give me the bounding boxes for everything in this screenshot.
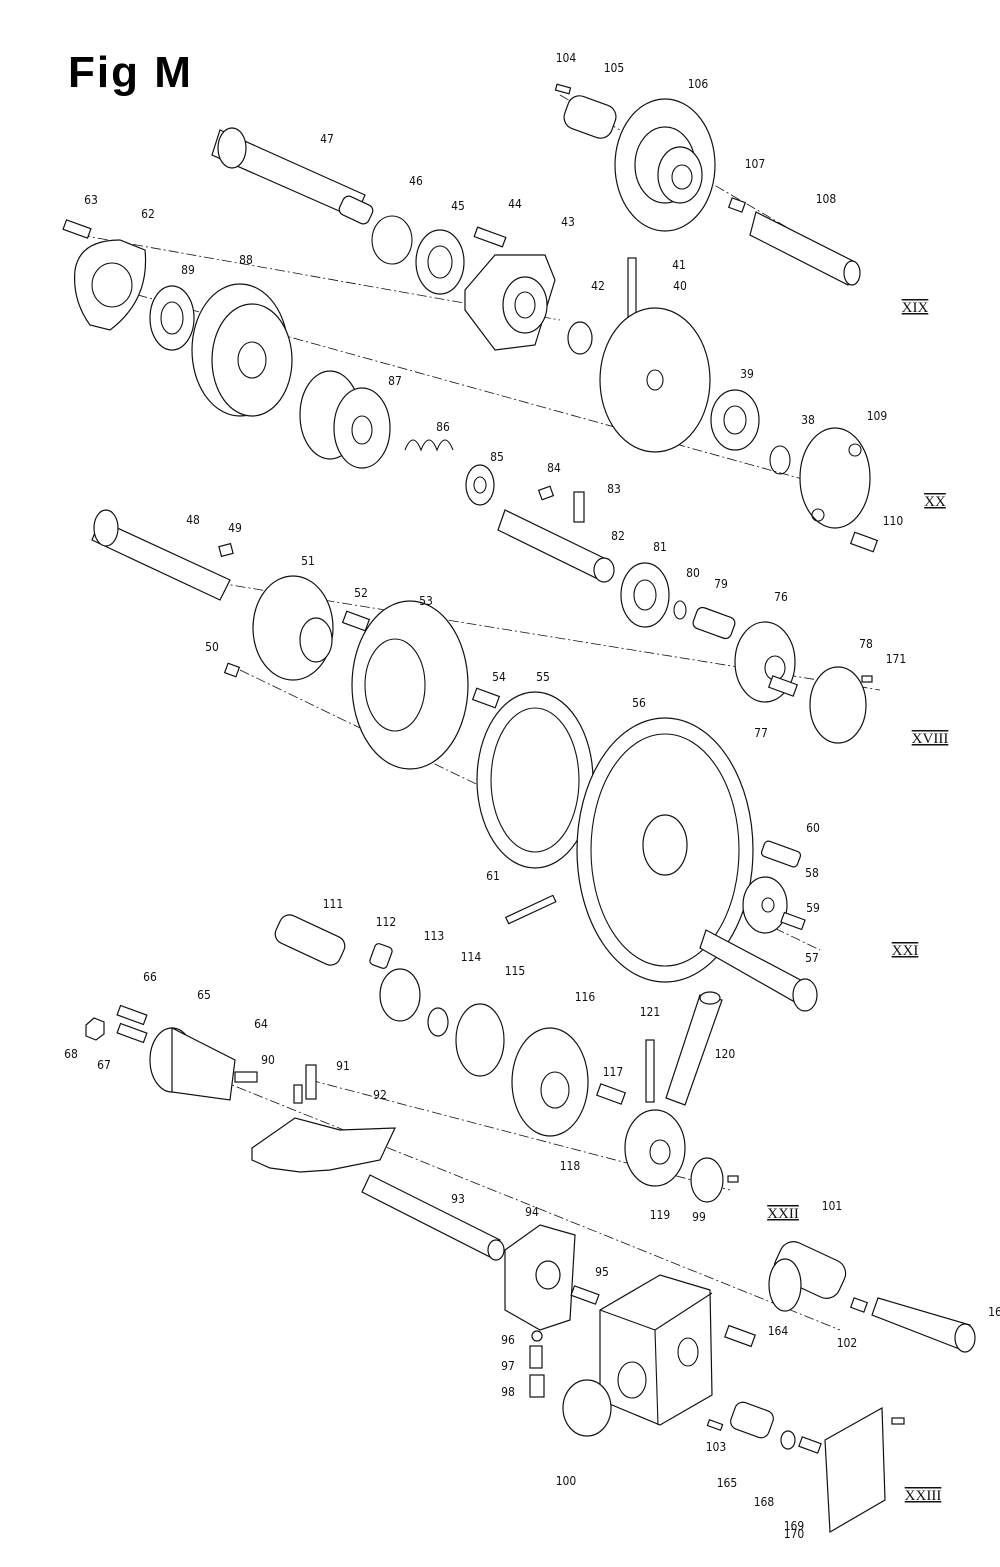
part-label-91: 91: [336, 1059, 350, 1073]
part-label-103: 103: [706, 1440, 727, 1454]
part-label-93: 93: [451, 1192, 465, 1206]
part-label-43: 43: [561, 215, 575, 229]
part-label-50: 50: [205, 640, 219, 654]
part-label-59: 59: [806, 901, 820, 915]
part-label-99: 99: [692, 1210, 706, 1224]
part-label-168: 168: [754, 1495, 775, 1509]
part-label-52: 52: [354, 586, 368, 600]
part-label-113: 113: [424, 929, 445, 943]
part-label-115: 115: [505, 964, 526, 978]
group-label-xviii: XVIII: [912, 731, 949, 747]
part-label-110: 110: [883, 514, 904, 528]
part-labels: 104 105 106 107 108 47 46 45 44 43 63 62 89 88 41 40 42 8…: [64, 51, 1000, 1541]
part-label-83: 83: [607, 482, 621, 496]
part-label-90: 90: [261, 1053, 275, 1067]
part-label-165: 165: [717, 1476, 738, 1490]
part-label-48: 48: [186, 513, 200, 527]
part-label-170: 170: [784, 1527, 805, 1541]
part-label-121: 121: [640, 1005, 661, 1019]
part-label-111: 111: [323, 897, 344, 911]
part-label-96: 96: [501, 1333, 515, 1347]
part-label-86: 86: [436, 420, 450, 434]
part-label-47: 47: [320, 132, 334, 146]
part-label-66: 66: [143, 970, 157, 984]
part-label-169: 169: [784, 1519, 805, 1533]
part-label-84: 84: [547, 461, 561, 475]
part-label-98: 98: [501, 1385, 515, 1399]
part-label-107: 107: [745, 157, 766, 171]
part-label-104: 104: [556, 51, 577, 65]
part-label-80: 80: [686, 566, 700, 580]
part-label-40: 40: [673, 279, 687, 293]
figure-title: Fig M: [68, 48, 193, 97]
part-label-81: 81: [653, 540, 667, 554]
part-label-54: 54: [492, 670, 506, 684]
part-label-61: 61: [486, 869, 500, 883]
group-labels: XIX XX XVIII XXI XXII XXIII: [767, 300, 948, 1504]
part-label-106: 106: [688, 77, 709, 91]
part-label-41: 41: [672, 258, 686, 272]
part-label-117: 117: [603, 1065, 624, 1079]
part-label-85: 85: [490, 450, 504, 464]
part-label-65: 65: [197, 988, 211, 1002]
part-label-56: 56: [632, 696, 646, 710]
part-label-64: 64: [254, 1017, 268, 1031]
part-label-78: 78: [859, 637, 873, 651]
part-label-57: 57: [805, 951, 819, 965]
part-label-76: 76: [774, 590, 788, 604]
part-label-46: 46: [409, 174, 423, 188]
part-label-97: 97: [501, 1359, 515, 1373]
part-label-67: 67: [97, 1058, 111, 1072]
part-label-60: 60: [806, 821, 820, 835]
part-label-63: 63: [84, 193, 98, 207]
part-label-68: 68: [64, 1047, 78, 1061]
group-label-xxii: XXII: [767, 1206, 799, 1222]
part-label-89: 89: [181, 263, 195, 277]
part-label-118: 118: [560, 1159, 581, 1173]
part-label-49: 49: [228, 521, 242, 535]
group-label-xxiii: XXIII: [905, 1488, 942, 1504]
part-label-45: 45: [451, 199, 465, 213]
part-label-44: 44: [508, 197, 522, 211]
group-label-xx: XX: [924, 494, 946, 510]
group-label-xxi: XXI: [892, 943, 919, 959]
part-label-82: 82: [611, 529, 625, 543]
part-label-55: 55: [536, 670, 550, 684]
part-label-62: 62: [141, 207, 155, 221]
part-label-51: 51: [301, 554, 315, 568]
part-label-108: 108: [816, 192, 837, 206]
part-label-77: 77: [754, 726, 768, 740]
part-label-53: 53: [419, 594, 433, 608]
part-label-79: 79: [714, 577, 728, 591]
parts-artwork: [62, 83, 976, 1534]
part-label-109: 109: [867, 409, 888, 423]
part-label-38: 38: [801, 413, 815, 427]
part-label-94: 94: [525, 1205, 539, 1219]
part-label-58: 58: [805, 866, 819, 880]
part-label-100: 100: [556, 1474, 577, 1488]
part-label-116: 116: [575, 990, 596, 1004]
part-label-39: 39: [740, 367, 754, 381]
part-label-102: 102: [837, 1336, 858, 1350]
part-label-112: 112: [376, 915, 397, 929]
part-label-88: 88: [239, 253, 253, 267]
part-label-119: 119: [650, 1208, 671, 1222]
part-label-42: 42: [591, 279, 605, 293]
part-label-171: 171: [886, 652, 907, 666]
part-label-87: 87: [388, 374, 402, 388]
group-label-xix: XIX: [902, 300, 929, 316]
part-label-105: 105: [604, 61, 625, 75]
part-label-92: 92: [373, 1088, 387, 1102]
part-label-95: 95: [595, 1265, 609, 1279]
part-label-120: 120: [715, 1047, 736, 1061]
part-label-16: 16: [988, 1305, 1000, 1319]
part-label-164: 164: [768, 1324, 789, 1338]
part-label-101: 101: [822, 1199, 843, 1213]
part-label-114: 114: [461, 950, 482, 964]
